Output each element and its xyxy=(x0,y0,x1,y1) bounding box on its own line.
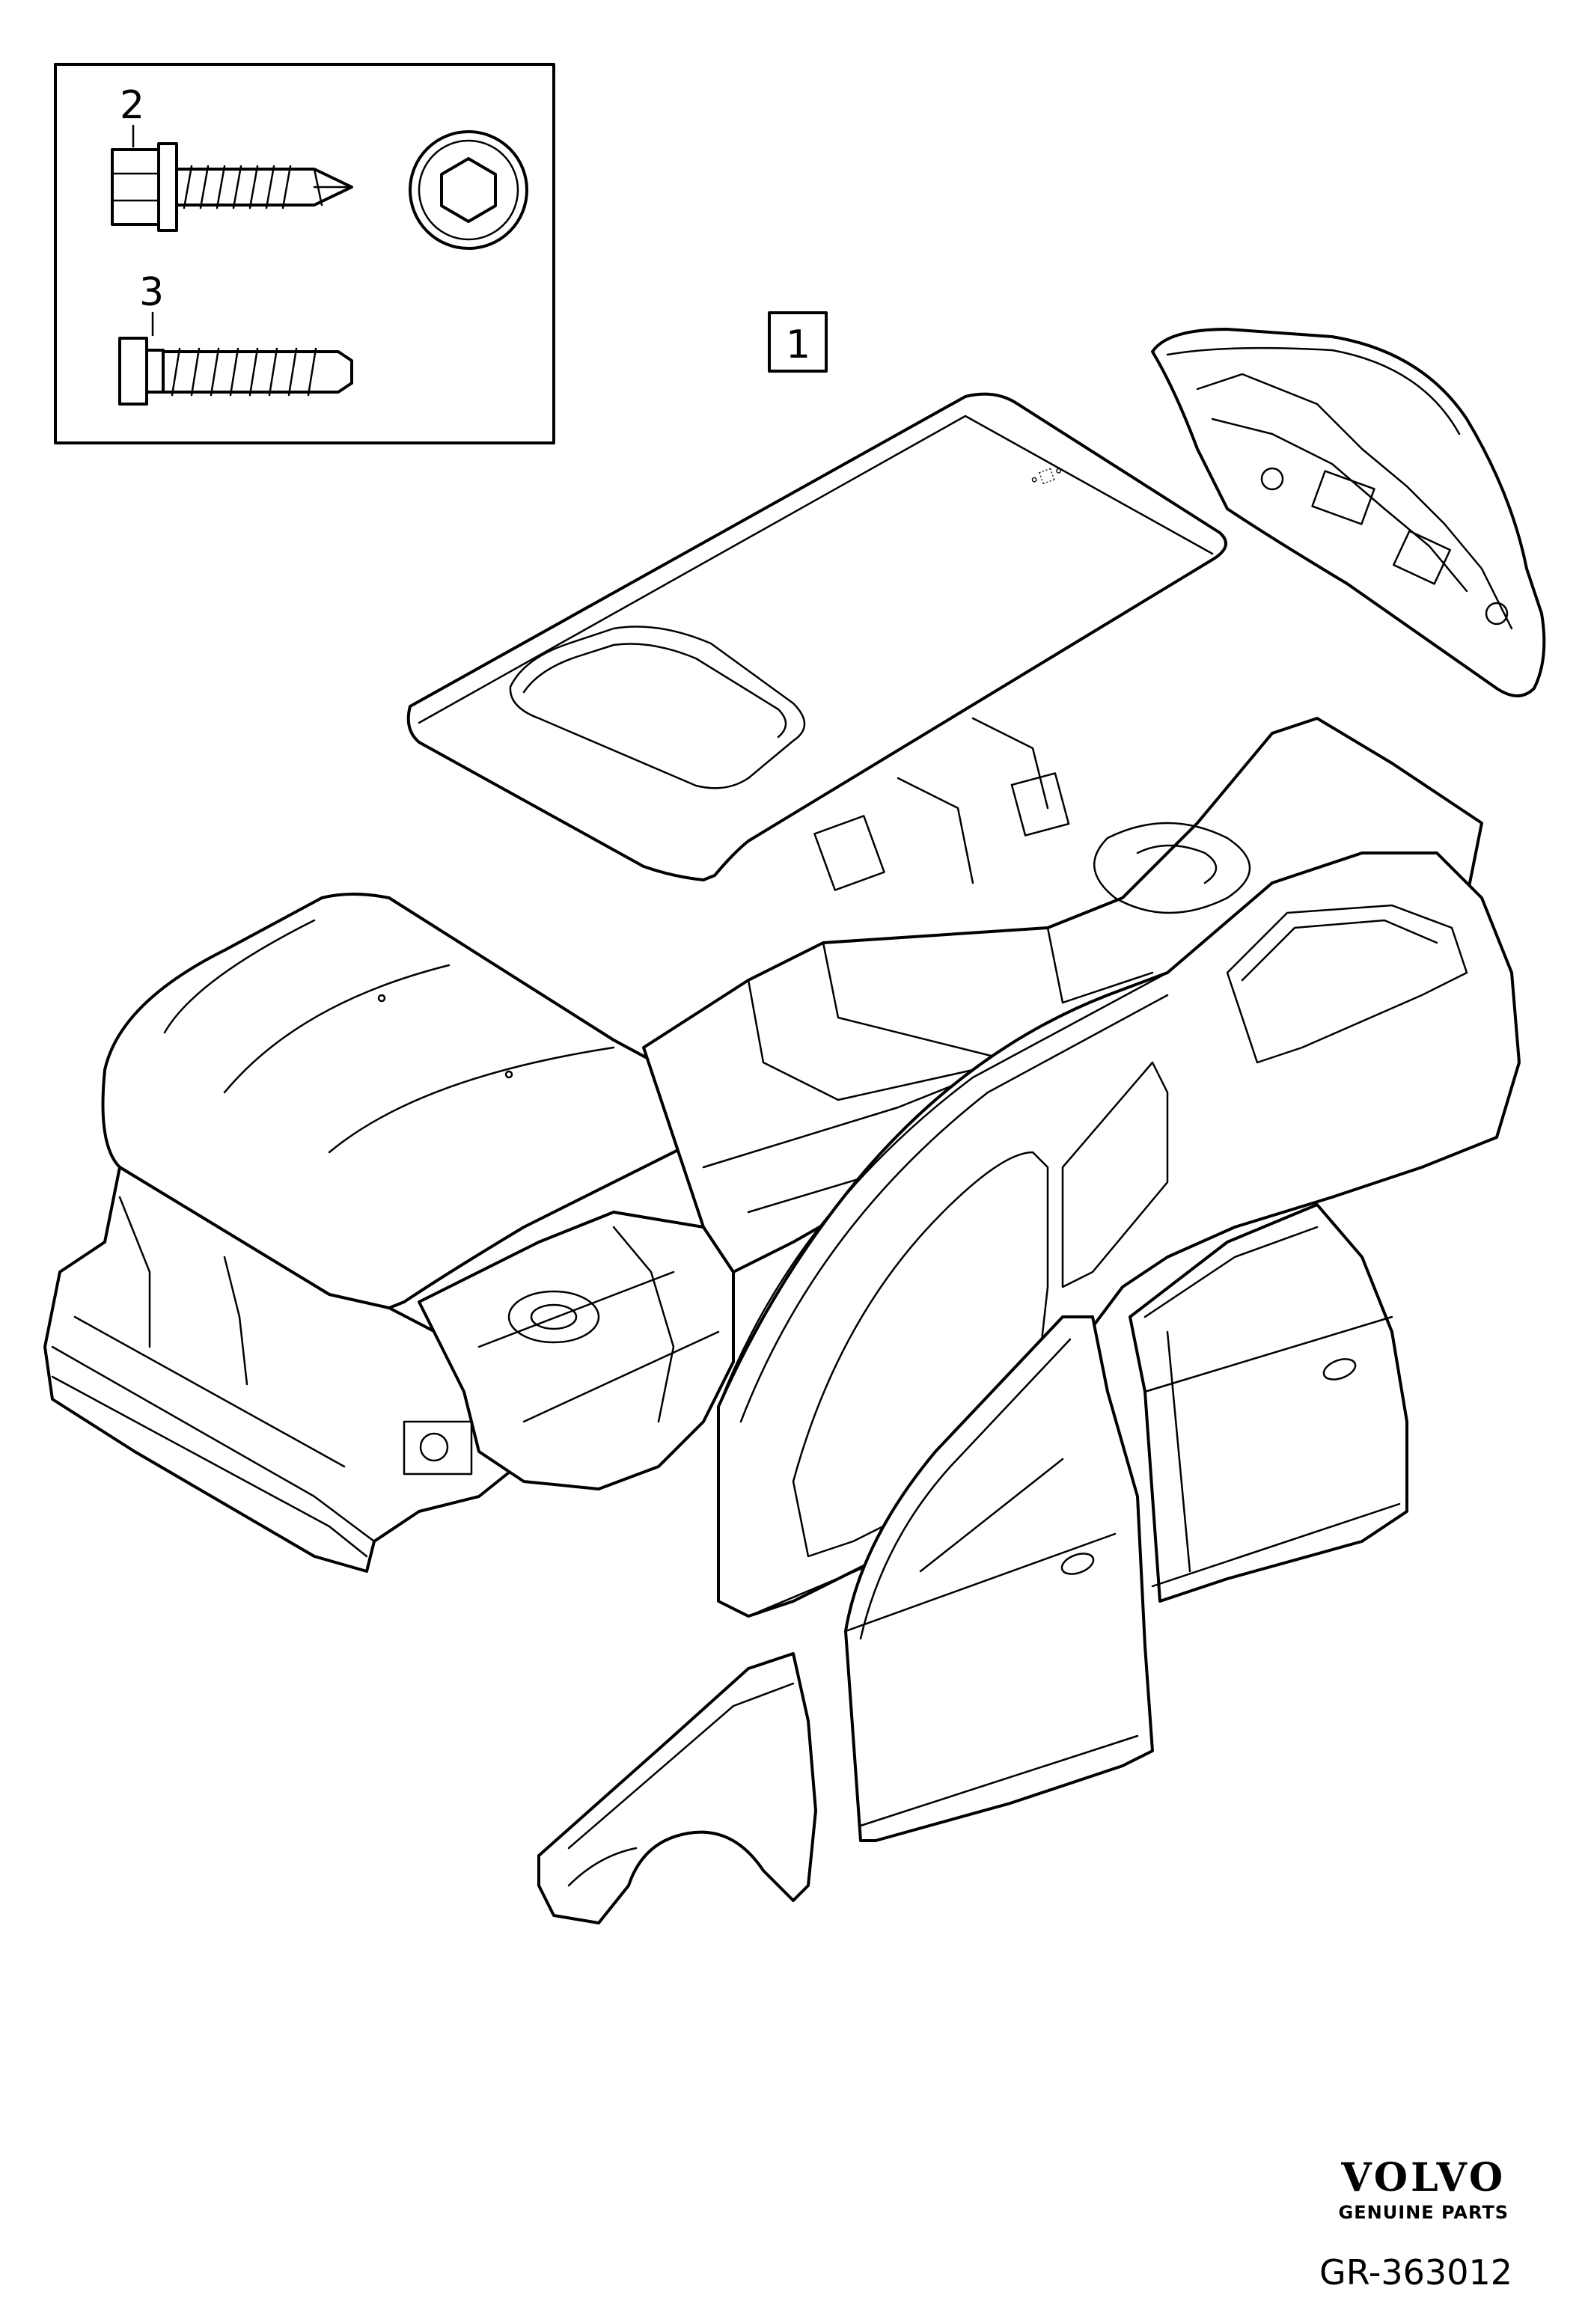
callout-1-box: 1 xyxy=(768,311,828,373)
callout-1-label: 1 xyxy=(786,322,810,367)
brand-name: VOLVO xyxy=(1341,2155,1506,2201)
hexagon-socket-icon xyxy=(409,130,528,250)
brand-subtitle: GENUINE PARTS xyxy=(1338,2202,1509,2223)
engine-bay xyxy=(418,1211,735,1490)
self-drilling-screw-icon xyxy=(111,142,353,232)
rear-door xyxy=(1129,1203,1408,1603)
flange-screw-icon xyxy=(118,337,353,406)
front-structure xyxy=(43,1166,518,1573)
tailgate xyxy=(1151,328,1546,697)
front-door xyxy=(844,1315,1154,1842)
callout-3-label: 3 xyxy=(139,270,164,315)
roof-panel: ∘⬚∘ xyxy=(406,392,1227,881)
fastener-inset: 2 xyxy=(54,63,555,444)
volvo-logo: VOLVO GENUINE PARTS xyxy=(1339,2155,1509,2223)
callout-2-label: 2 xyxy=(120,83,144,128)
diagram-reference: GR-363012 xyxy=(1319,2252,1512,2293)
body-side xyxy=(717,851,1521,1618)
front-fender xyxy=(537,1652,817,1924)
